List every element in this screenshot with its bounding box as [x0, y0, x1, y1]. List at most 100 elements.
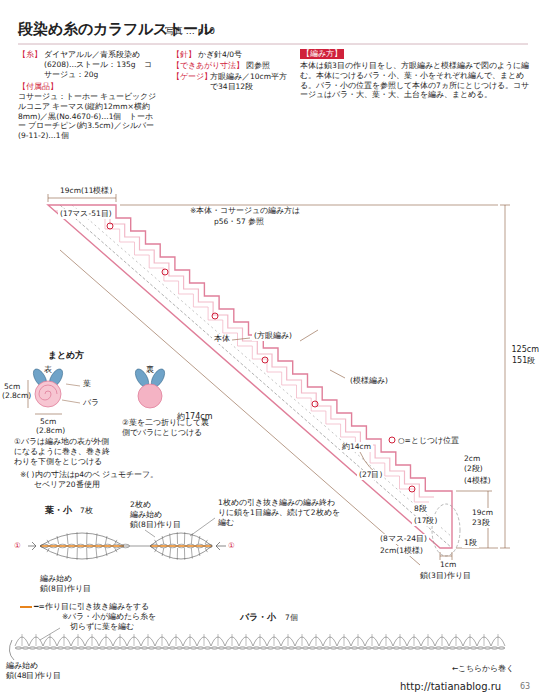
dimension: (4模様) [462, 476, 493, 486]
stitch [155, 548, 157, 552]
chain-link [124, 546, 150, 547]
stitch [92, 634, 93, 646]
chain-stitch [30, 647, 36, 650]
chain-stitch [457, 647, 463, 650]
chain-stitch [142, 647, 148, 650]
stitch [191, 548, 192, 559]
chain-stitch [191, 647, 197, 650]
chain-stitch [240, 647, 246, 650]
stitch [204, 634, 205, 646]
attach-mark-legend [389, 437, 395, 443]
chain-stitch [16, 647, 22, 650]
leader-line [232, 338, 250, 340]
stitch [134, 634, 135, 646]
stitch [57, 536, 59, 544]
note: p56・57 参照 [214, 217, 264, 227]
attach-mark [409, 486, 415, 492]
stitch [50, 634, 51, 646]
mesh-band-line [60, 205, 452, 548]
leaf-outline [150, 546, 212, 559]
stitch [316, 634, 317, 646]
section-tag: 【針】 [172, 50, 196, 60]
leaf-outline [150, 533, 212, 546]
stitch [274, 634, 275, 646]
chain-stitch [156, 647, 162, 650]
dimension-line [440, 556, 452, 557]
chain-stitch [415, 647, 421, 650]
leader-line [66, 384, 80, 386]
section-tag: 【できあがり寸法】 [172, 61, 244, 71]
dimension: 1段 [462, 538, 479, 548]
dimension-line [500, 205, 510, 206]
part-name: 本体 [212, 334, 232, 344]
chain-stitch [149, 647, 155, 650]
label: 鎖(8目)作り目 [130, 520, 181, 530]
dimension-line [35, 414, 62, 415]
stitch [162, 536, 164, 544]
chain-stitch [471, 647, 477, 650]
chain-stitch [198, 647, 204, 650]
stitch [162, 634, 163, 646]
chain-stitch [485, 647, 491, 650]
stitch [22, 634, 23, 646]
chain-stitch [44, 647, 50, 650]
stitch [344, 634, 345, 646]
chain-stitch [93, 647, 99, 650]
chain-stitch [317, 647, 323, 650]
chain-stitch [254, 647, 260, 650]
stitch [177, 532, 178, 544]
note: セベリア20番使用 [34, 480, 100, 490]
label: かぎ針4/0号 [198, 50, 242, 60]
chain-stitch [345, 647, 351, 650]
chain-stitch [79, 647, 85, 650]
stitch [47, 540, 49, 544]
stitch [177, 548, 178, 560]
chain-stitch [422, 647, 428, 650]
stitch [77, 532, 78, 544]
dimension: (27目) [357, 470, 384, 480]
stitch [205, 548, 207, 552]
direction-arrow [216, 542, 226, 550]
chain-stitch [247, 647, 253, 650]
chain-stitch [205, 647, 211, 650]
chain-stitch [187, 544, 195, 548]
chain-stitch [387, 647, 393, 650]
chain-stitch [23, 647, 29, 650]
stitch [148, 634, 149, 646]
dimension: 5cm [4, 382, 20, 392]
chain-stitch [338, 647, 344, 650]
chain-stitch [436, 647, 442, 650]
stitch [498, 634, 499, 646]
label: コサージュ：トーホー キュービックジルコニア キーマス(縦約12mm×横約8mm… [18, 92, 158, 141]
dimension-line [452, 552, 453, 560]
stitch [442, 634, 443, 646]
stitch [115, 548, 117, 552]
chain-stitch [464, 647, 470, 650]
chain-stitch [58, 647, 64, 650]
part-name: 葉・小 [45, 505, 72, 516]
chain-stitch [86, 544, 94, 548]
chain-stitch [324, 647, 330, 650]
part-name: 葉 [83, 379, 91, 389]
chain-stitch [37, 647, 43, 650]
stitch [115, 540, 117, 544]
section-tag: 【付属品】 [18, 82, 58, 92]
dimension: 151段 [510, 356, 537, 366]
chain-stitch [233, 647, 239, 650]
chain-stitch [77, 544, 85, 548]
note: ※バラ・小が編めたら糸を [62, 612, 156, 622]
chain-stitch [429, 647, 435, 650]
stitch [176, 634, 177, 646]
stitch [155, 540, 157, 544]
attach-mark [262, 357, 268, 363]
stitch [162, 548, 164, 556]
watermark: http://tatianablog.ru [400, 680, 501, 693]
label: 編み始め [40, 574, 72, 584]
leader-line [62, 400, 80, 403]
leader-line [9, 640, 14, 660]
chain-stitch [95, 544, 103, 548]
dimension: 約14cm [340, 442, 373, 452]
chain-stitch [135, 647, 141, 650]
stitch [64, 634, 65, 646]
